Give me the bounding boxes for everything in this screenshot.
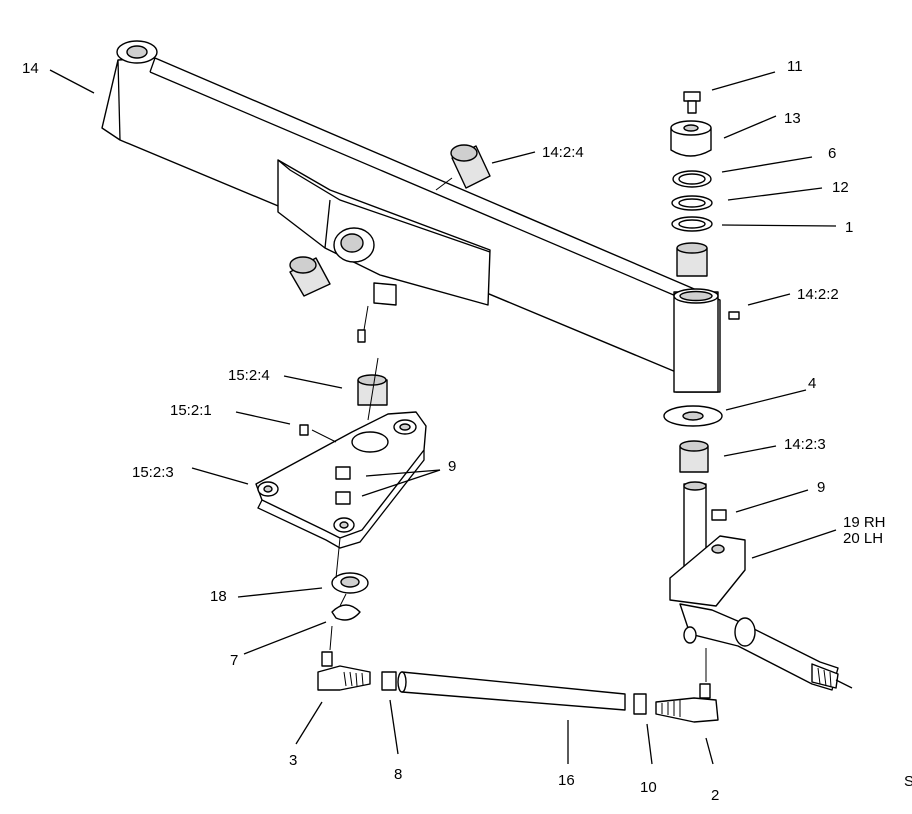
callout-2: 2 bbox=[711, 787, 719, 804]
callout-6: 6 bbox=[828, 145, 836, 162]
callout-1: 1 bbox=[845, 219, 853, 236]
callout-10: 10 bbox=[640, 779, 657, 796]
spindle-hardware-stack bbox=[670, 91, 713, 277]
callout-7: 7 bbox=[230, 652, 238, 669]
callout-9-plate: 9 bbox=[448, 458, 456, 475]
callout-15-2-3: 15:2:3 bbox=[132, 464, 174, 481]
axle-beam bbox=[101, 40, 721, 393]
callout-11: 11 bbox=[787, 58, 803, 75]
callout-14-2-4: 14:2:4 bbox=[542, 144, 584, 161]
callout-15-2-4: 15:2:4 bbox=[228, 367, 270, 384]
callout-16: 16 bbox=[558, 772, 575, 789]
callout-14-2-2: 14:2:2 bbox=[797, 286, 839, 303]
grease-fitting bbox=[299, 311, 740, 436]
leader-lines bbox=[49, 69, 837, 765]
callout-14: 14 bbox=[22, 60, 39, 77]
callout-13: 13 bbox=[784, 110, 801, 127]
callout-14-2-3: 14:2:3 bbox=[784, 436, 826, 453]
lower-spindle-stack bbox=[663, 405, 723, 473]
callout-20-lh: 20 LH bbox=[843, 530, 883, 547]
callout-9-spindle: 9 bbox=[817, 479, 825, 496]
callout-labels: 14 11 13 14:2:4 6 12 1 14:2:2 15:2:4 4 1… bbox=[22, 58, 912, 804]
callout-18: 18 bbox=[210, 588, 227, 605]
assembly-centerlines bbox=[311, 177, 707, 682]
pivot-bushing bbox=[289, 144, 491, 297]
callout-4: 4 bbox=[808, 375, 816, 392]
callout-12: 12 bbox=[832, 179, 849, 196]
callout-19-rh: 19 RH bbox=[843, 514, 886, 531]
steering-arm bbox=[255, 374, 427, 549]
washer-and-clip bbox=[331, 572, 369, 621]
callout-8: 8 bbox=[394, 766, 402, 783]
tie-rod-assembly bbox=[317, 651, 719, 723]
edge-mark: S bbox=[904, 773, 912, 790]
steering-spindle bbox=[669, 481, 853, 691]
callout-15-2-1: 15:2:1 bbox=[170, 402, 212, 419]
callout-3: 3 bbox=[289, 752, 297, 769]
